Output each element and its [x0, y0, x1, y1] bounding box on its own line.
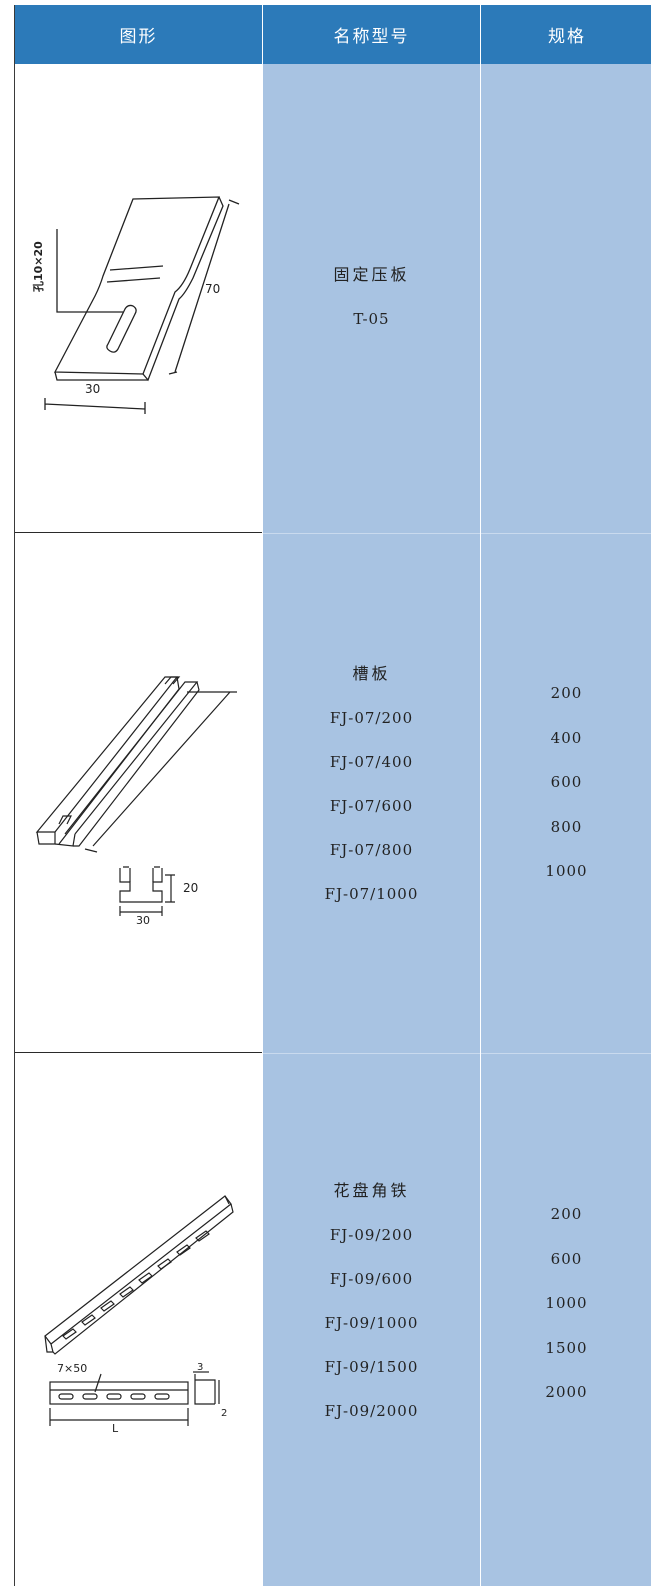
- pressure-plate-drawing: 孔10×20 30 70: [32, 196, 240, 414]
- row1-names: 固定压板 T-05: [263, 253, 480, 341]
- row1-name-cell: 固定压板 T-05: [263, 64, 480, 533]
- row-divider: [263, 1053, 651, 1054]
- dim-length-label: 70: [205, 282, 220, 296]
- spec-value: 1000: [545, 862, 588, 880]
- product-name: 花盘角铁: [333, 1181, 410, 1200]
- model-code: FJ-09/200: [329, 1226, 414, 1244]
- product-name: 固定压板: [333, 265, 410, 284]
- row2-name-cell: 槽板 FJ-07/200 FJ-07/400 FJ-07/600 FJ-07/8…: [263, 534, 480, 1053]
- model-code: FJ-07/200: [329, 709, 414, 727]
- spec-value: 400: [550, 728, 583, 747]
- header-image: 图形: [15, 5, 262, 64]
- model-code: FJ-07/1000: [324, 885, 419, 903]
- row3-spec-cell: 200 600 1000 1500 2000: [481, 1054, 651, 1586]
- product-name: 槽板: [352, 664, 391, 683]
- row2-spec-cell: 200 400 600 800 1000: [481, 534, 651, 1053]
- dim-height-label: 20: [183, 881, 198, 895]
- model-code: FJ-09/600: [329, 1270, 414, 1288]
- row2-names: 槽板 FJ-07/200 FJ-07/400 FJ-07/600 FJ-07/8…: [263, 652, 480, 916]
- spec-value: 600: [550, 1249, 583, 1268]
- row-divider: [15, 1052, 262, 1053]
- row-divider: [263, 533, 651, 534]
- model-code: FJ-09/1000: [324, 1314, 419, 1332]
- row3-name-cell: 花盘角铁 FJ-09/200 FJ-09/600 FJ-09/1000 FJ-0…: [263, 1054, 480, 1586]
- product-table: 图形 名称型号 规格 孔10×20 30 70 固定压板 T-05: [14, 5, 651, 1586]
- spec-value: 2000: [545, 1383, 588, 1401]
- row1-spec-cell: [481, 64, 651, 533]
- slot-label: 7×50: [57, 1362, 87, 1375]
- row3-names: 花盘角铁 FJ-09/200 FJ-09/600 FJ-09/1000 FJ-0…: [263, 1169, 480, 1433]
- row3-specs: 200 600 1000 1500 2000: [481, 1192, 651, 1415]
- model-code: FJ-07/800: [329, 841, 414, 859]
- hole-label: 孔10×20: [32, 241, 45, 292]
- spec-value: 800: [550, 817, 583, 836]
- header-spec: 规格: [481, 5, 651, 64]
- dim-width-label: 30: [85, 382, 100, 396]
- spec-value: 600: [550, 773, 583, 791]
- length-label: L: [112, 1422, 119, 1435]
- row3-image-cell: 7×50 L 3 2: [15, 1054, 262, 1586]
- row2-specs: 200 400 600 800 1000: [481, 671, 651, 894]
- dim-width-label: 30: [136, 914, 150, 927]
- spec-value: 200: [550, 684, 583, 702]
- model-code: FJ-09/2000: [324, 1402, 419, 1420]
- dim-top-label: 3: [197, 1362, 203, 1373]
- row2-image-cell: 20 30: [15, 534, 262, 1052]
- channel-plate-drawing: 20 30: [35, 676, 237, 927]
- model-code: T-05: [353, 310, 390, 328]
- model-code: FJ-07/600: [329, 797, 414, 815]
- slotted-angle-drawing: 7×50 L 3 2: [44, 1195, 234, 1435]
- column-divider: [480, 5, 481, 1586]
- spec-value: 200: [550, 1205, 583, 1223]
- spec-value: 1500: [545, 1338, 588, 1357]
- row-divider: [15, 532, 262, 533]
- column-divider: [262, 5, 263, 1586]
- header-name-model: 名称型号: [263, 5, 480, 64]
- model-code: FJ-07/400: [329, 753, 414, 771]
- slot-holes: [62, 1230, 210, 1340]
- row1-image-cell: 孔10×20 30 70: [15, 64, 262, 533]
- dim-side-label: 2: [221, 1408, 227, 1419]
- spec-value: 1000: [545, 1294, 588, 1312]
- model-code: FJ-09/1500: [324, 1358, 419, 1376]
